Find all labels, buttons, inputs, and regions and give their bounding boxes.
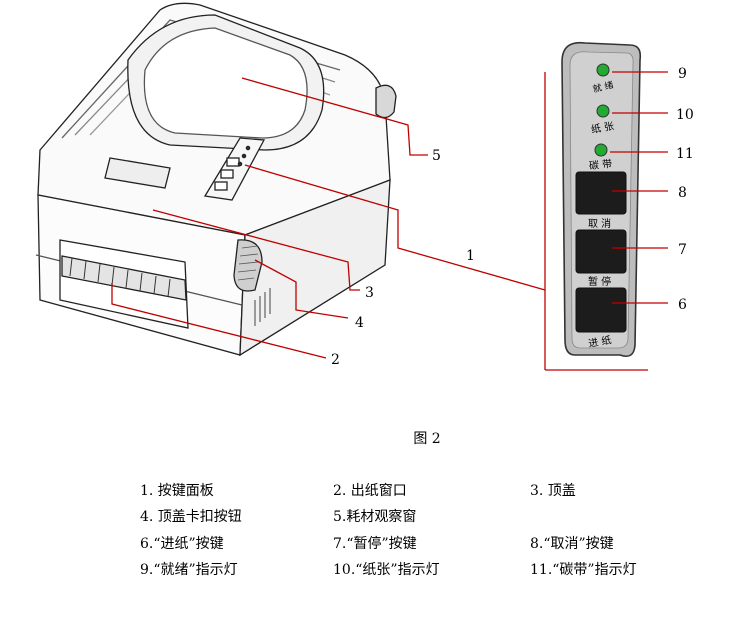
- legend-item-8: 8.“取消”按键: [530, 536, 614, 552]
- callout-2: 2: [331, 352, 340, 368]
- legend-item-10: 10.“纸张”指示灯: [333, 562, 440, 578]
- legend-item-1: 1. 按键面板: [140, 483, 214, 499]
- callout-5: 5: [432, 148, 441, 164]
- cancel-button: [575, 171, 627, 215]
- panel-label-pause: 暂 停: [588, 275, 611, 288]
- control-panel: 就 绪 纸 张 碳 带 取 消 暂 停 进 纸: [561, 41, 642, 358]
- callout-3: 3: [365, 285, 374, 301]
- panel-label-ribbon: 碳 带: [588, 157, 612, 172]
- callout-1: 1: [466, 248, 475, 264]
- panel-label-feed: 进 纸: [587, 333, 612, 350]
- legend-item-7: 7.“暂停”按键: [333, 536, 417, 552]
- ribbon-indicator-light: [594, 143, 608, 157]
- legend-item-9: 9.“就绪”指示灯: [140, 562, 238, 578]
- side-knob: [375, 84, 397, 119]
- callout-11: 11: [676, 146, 694, 162]
- figure-caption: 图 2: [413, 431, 441, 447]
- callout-7: 7: [678, 242, 687, 258]
- lid-release-button: [233, 239, 263, 292]
- legend-item-5: 5.耗材观察窗: [333, 509, 417, 525]
- legend-item-3: 3. 顶盖: [530, 483, 576, 499]
- callout-10: 10: [676, 107, 694, 123]
- legend-item-4: 4. 顶盖卡扣按钮: [140, 509, 242, 525]
- callout-9: 9: [678, 66, 687, 82]
- panel-label-paper: 纸 张: [590, 119, 615, 136]
- callout-4: 4: [355, 315, 364, 331]
- pause-button: [575, 229, 627, 274]
- panel-label-cancel: 取 消: [588, 217, 611, 230]
- panel-bracket: [544, 72, 648, 371]
- legend-item-6: 6.“进纸”按键: [140, 536, 224, 552]
- ready-indicator-light: [596, 63, 610, 77]
- callout-8: 8: [678, 185, 687, 201]
- printer-side: [239, 179, 391, 357]
- printer-illustration: [35, 2, 397, 357]
- callout-6: 6: [678, 297, 687, 313]
- legend-item-2: 2. 出纸窗口: [333, 483, 407, 499]
- feed-button: [575, 287, 627, 333]
- leader-lines: [111, 71, 668, 359]
- legend-item-11: 11.“碳带”指示灯: [530, 562, 637, 578]
- paper-indicator-light: [596, 104, 610, 118]
